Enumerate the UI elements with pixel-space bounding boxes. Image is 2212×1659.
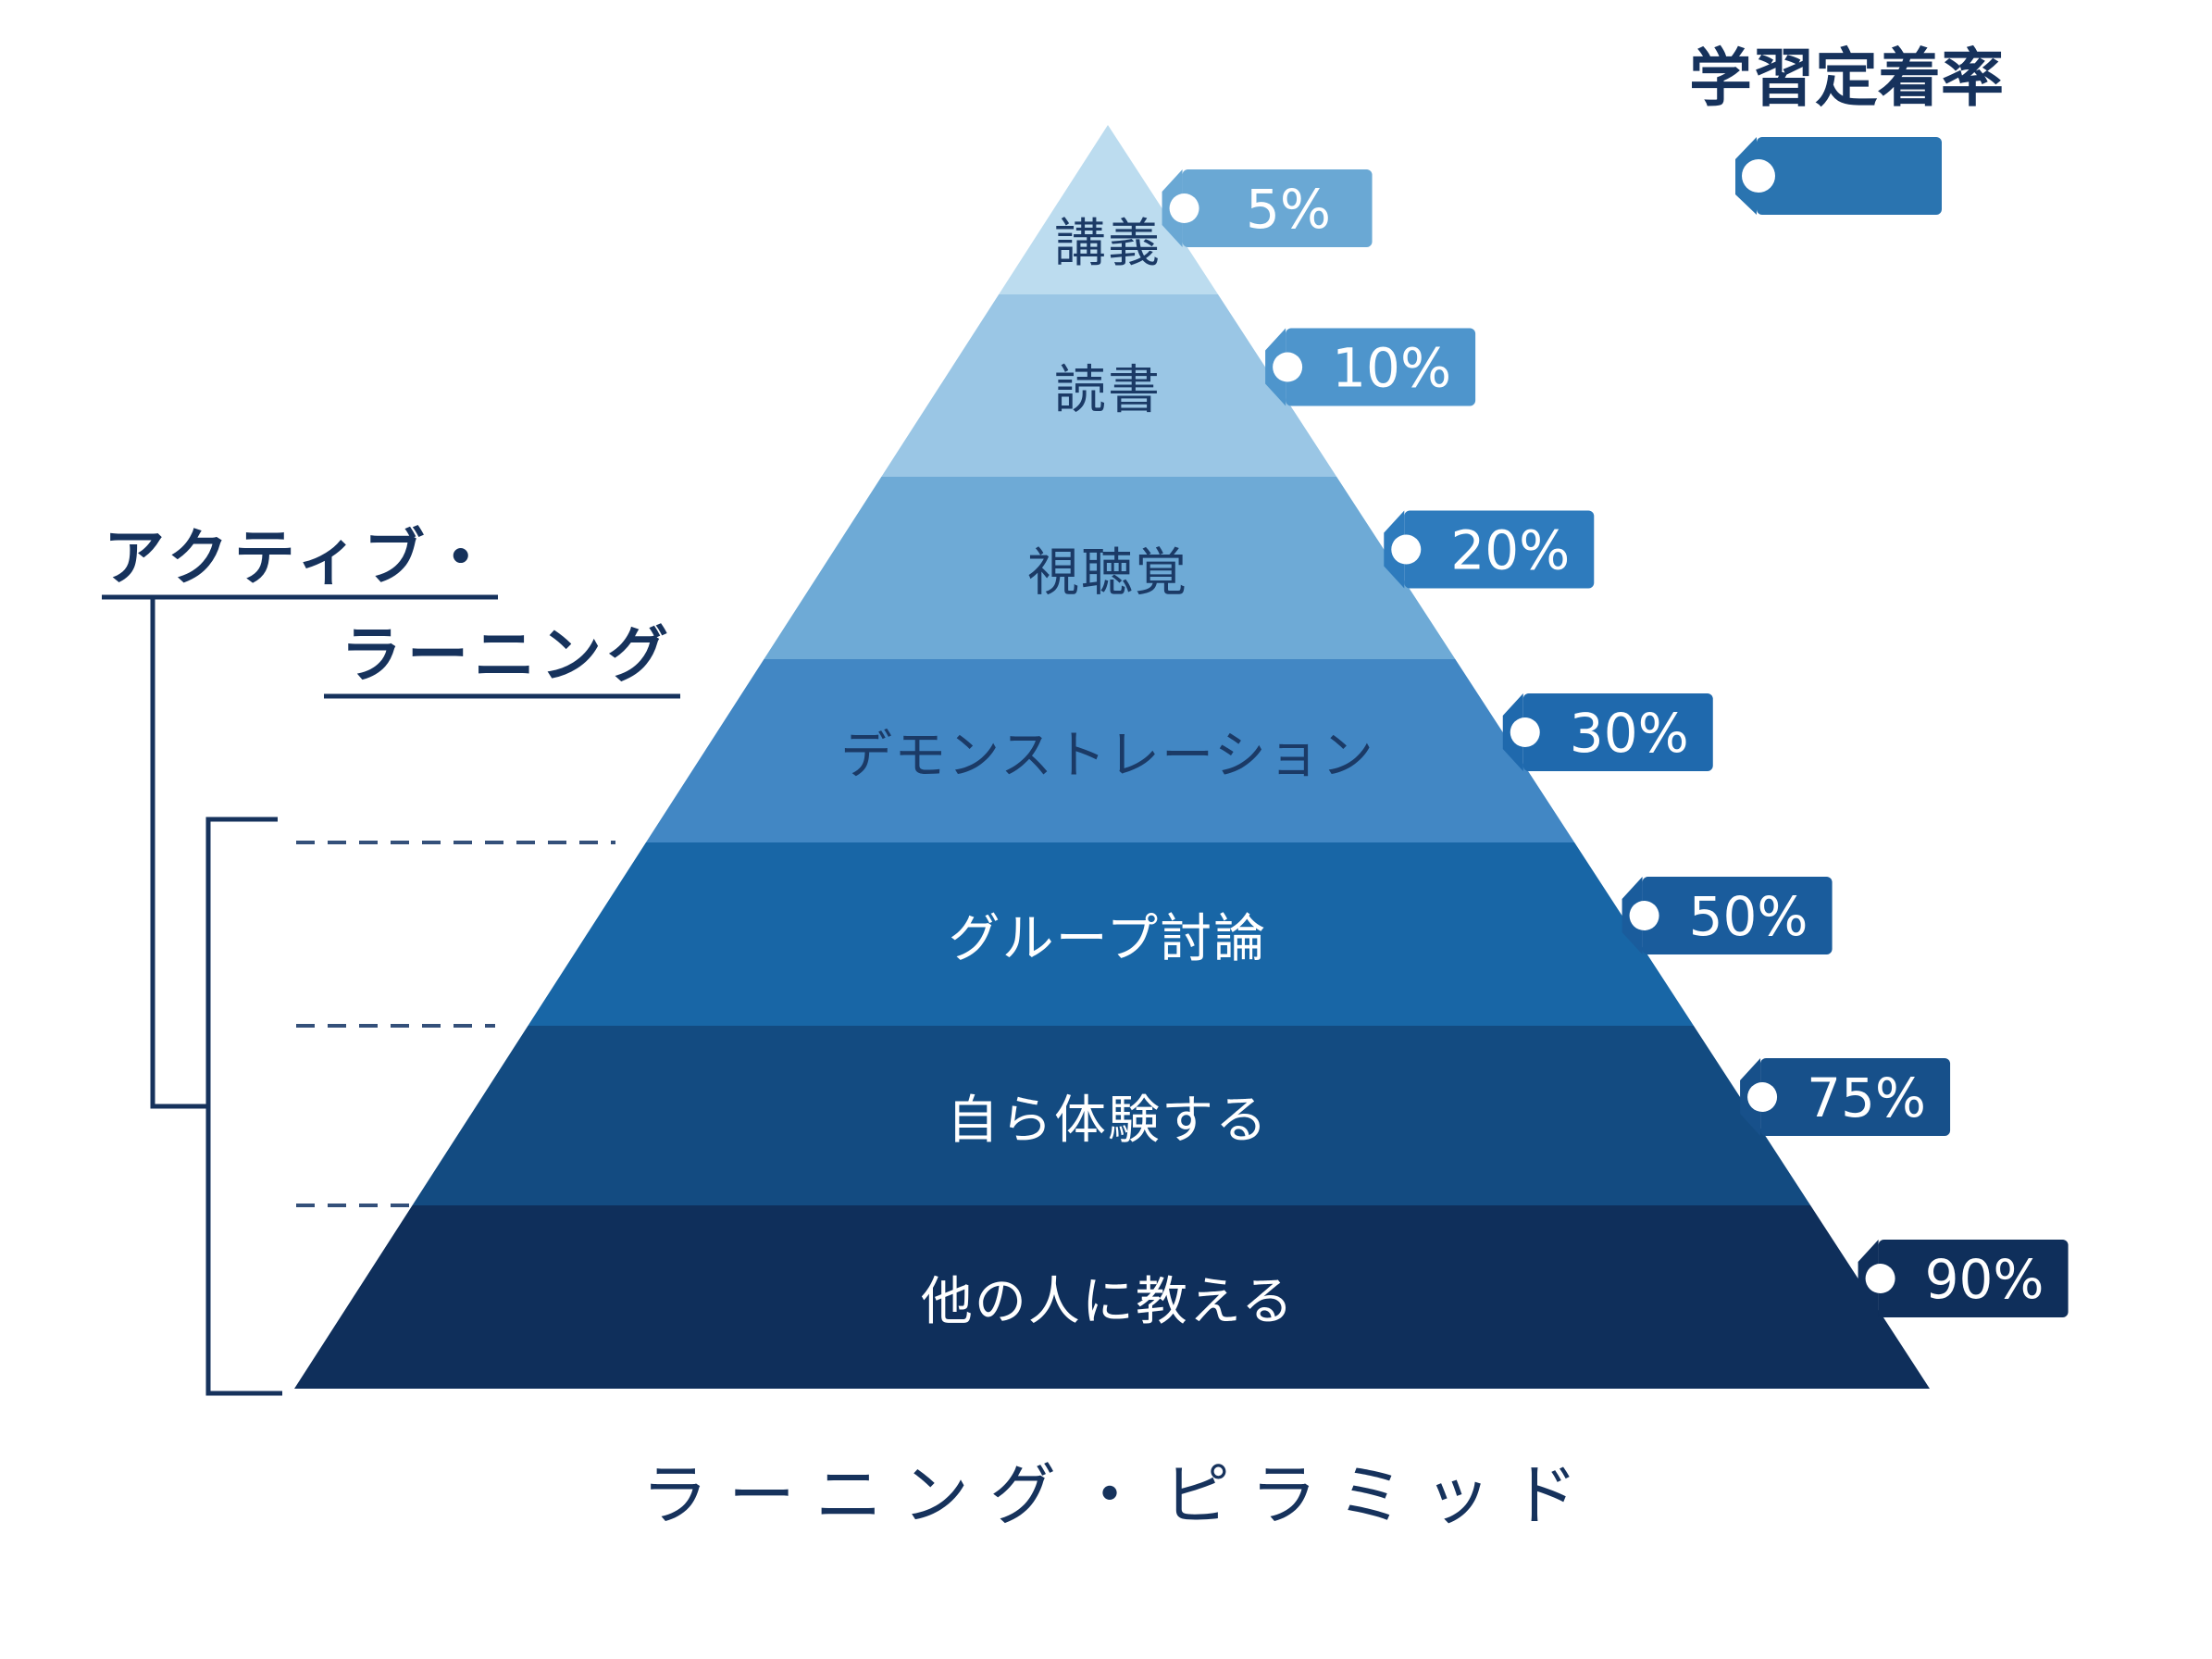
pyramid-layer — [999, 125, 1219, 294]
rate-tag-body — [1522, 693, 1713, 771]
rate-tag-hole — [1629, 901, 1659, 930]
rate-tag-hole — [1510, 717, 1540, 747]
rate-tag-value: 50% — [1689, 885, 1808, 948]
pyramid-layers: 講義 5% 読書 10% 視聴覚 20% デモンストレーション 30% グループ討論 50% 自ら体… — [294, 125, 2069, 1389]
rate-tag-hole — [1273, 352, 1303, 382]
rate-tag: 30% — [1502, 693, 1713, 771]
pyramid-layer-label: 視聴覚 — [1027, 543, 1188, 604]
rate-tag-value: 5% — [1246, 178, 1331, 241]
bracket-inner-arm — [205, 817, 282, 1396]
pyramid-layer-label: 他の人に教える — [921, 1272, 1295, 1332]
rate-tag-value: 90% — [1925, 1248, 2044, 1311]
rate-tag-body — [1642, 877, 1833, 954]
pyramid-layer-label: 講義 — [1054, 214, 1162, 274]
rate-tag: 50% — [1622, 877, 1833, 954]
active-learning-bracket — [102, 594, 680, 1396]
rate-tag-value: 20% — [1450, 519, 1570, 582]
rate-tag-body — [1182, 169, 1373, 247]
rate-tag: 5% — [1162, 169, 1373, 247]
pyramid-layer — [764, 477, 1456, 659]
pyramid-layer — [412, 1026, 1811, 1205]
rate-tag-body — [1286, 328, 1476, 406]
legend-tag-hole — [1742, 159, 1775, 193]
pyramid-layer-label: 読書 — [1054, 361, 1162, 421]
active-learning-label-line2: ラーニング — [341, 619, 674, 691]
pyramid-layer-label: デモンストレーション — [840, 726, 1375, 786]
rate-tag-hole — [1391, 534, 1422, 565]
legend-tag-body — [1757, 137, 1942, 215]
rate-tag-value: 10% — [1332, 337, 1451, 400]
legend-tag — [1735, 137, 1942, 215]
learning-pyramid-title: ラーニング・ピラミッド — [641, 1456, 1598, 1534]
rate-tag: 10% — [1265, 328, 1476, 406]
active-learning-label-line1: アクティブ・ — [104, 522, 497, 593]
rate-tag: 20% — [1384, 510, 1595, 589]
rate-tag: 75% — [1740, 1058, 1951, 1136]
rate-tag-hole — [1865, 1264, 1895, 1293]
rate-tag: 90% — [1858, 1240, 2069, 1317]
rate-tag-body — [1878, 1240, 2069, 1317]
pyramid-layer — [528, 842, 1694, 1026]
rate-tag-hole — [1747, 1082, 1778, 1112]
rate-tag-body — [1760, 1058, 1951, 1136]
rate-tag-hole — [1169, 193, 1199, 223]
bracket-dashes — [296, 841, 615, 1207]
pyramid-layer — [645, 659, 1575, 842]
rate-tag-value: 30% — [1570, 702, 1689, 765]
bracket-outer-arm — [150, 597, 208, 1109]
pyramid-layer-label: 自ら体験する — [947, 1091, 1269, 1151]
pyramid-layer — [294, 1205, 1930, 1389]
pyramid-layer — [881, 294, 1337, 477]
pyramid-layer-label: グループ討論 — [949, 909, 1268, 969]
rate-tag-body — [1404, 510, 1595, 589]
retention-rate-title: 学習定着率 — [1689, 43, 2004, 116]
rate-tag-value: 75% — [1807, 1066, 1926, 1129]
